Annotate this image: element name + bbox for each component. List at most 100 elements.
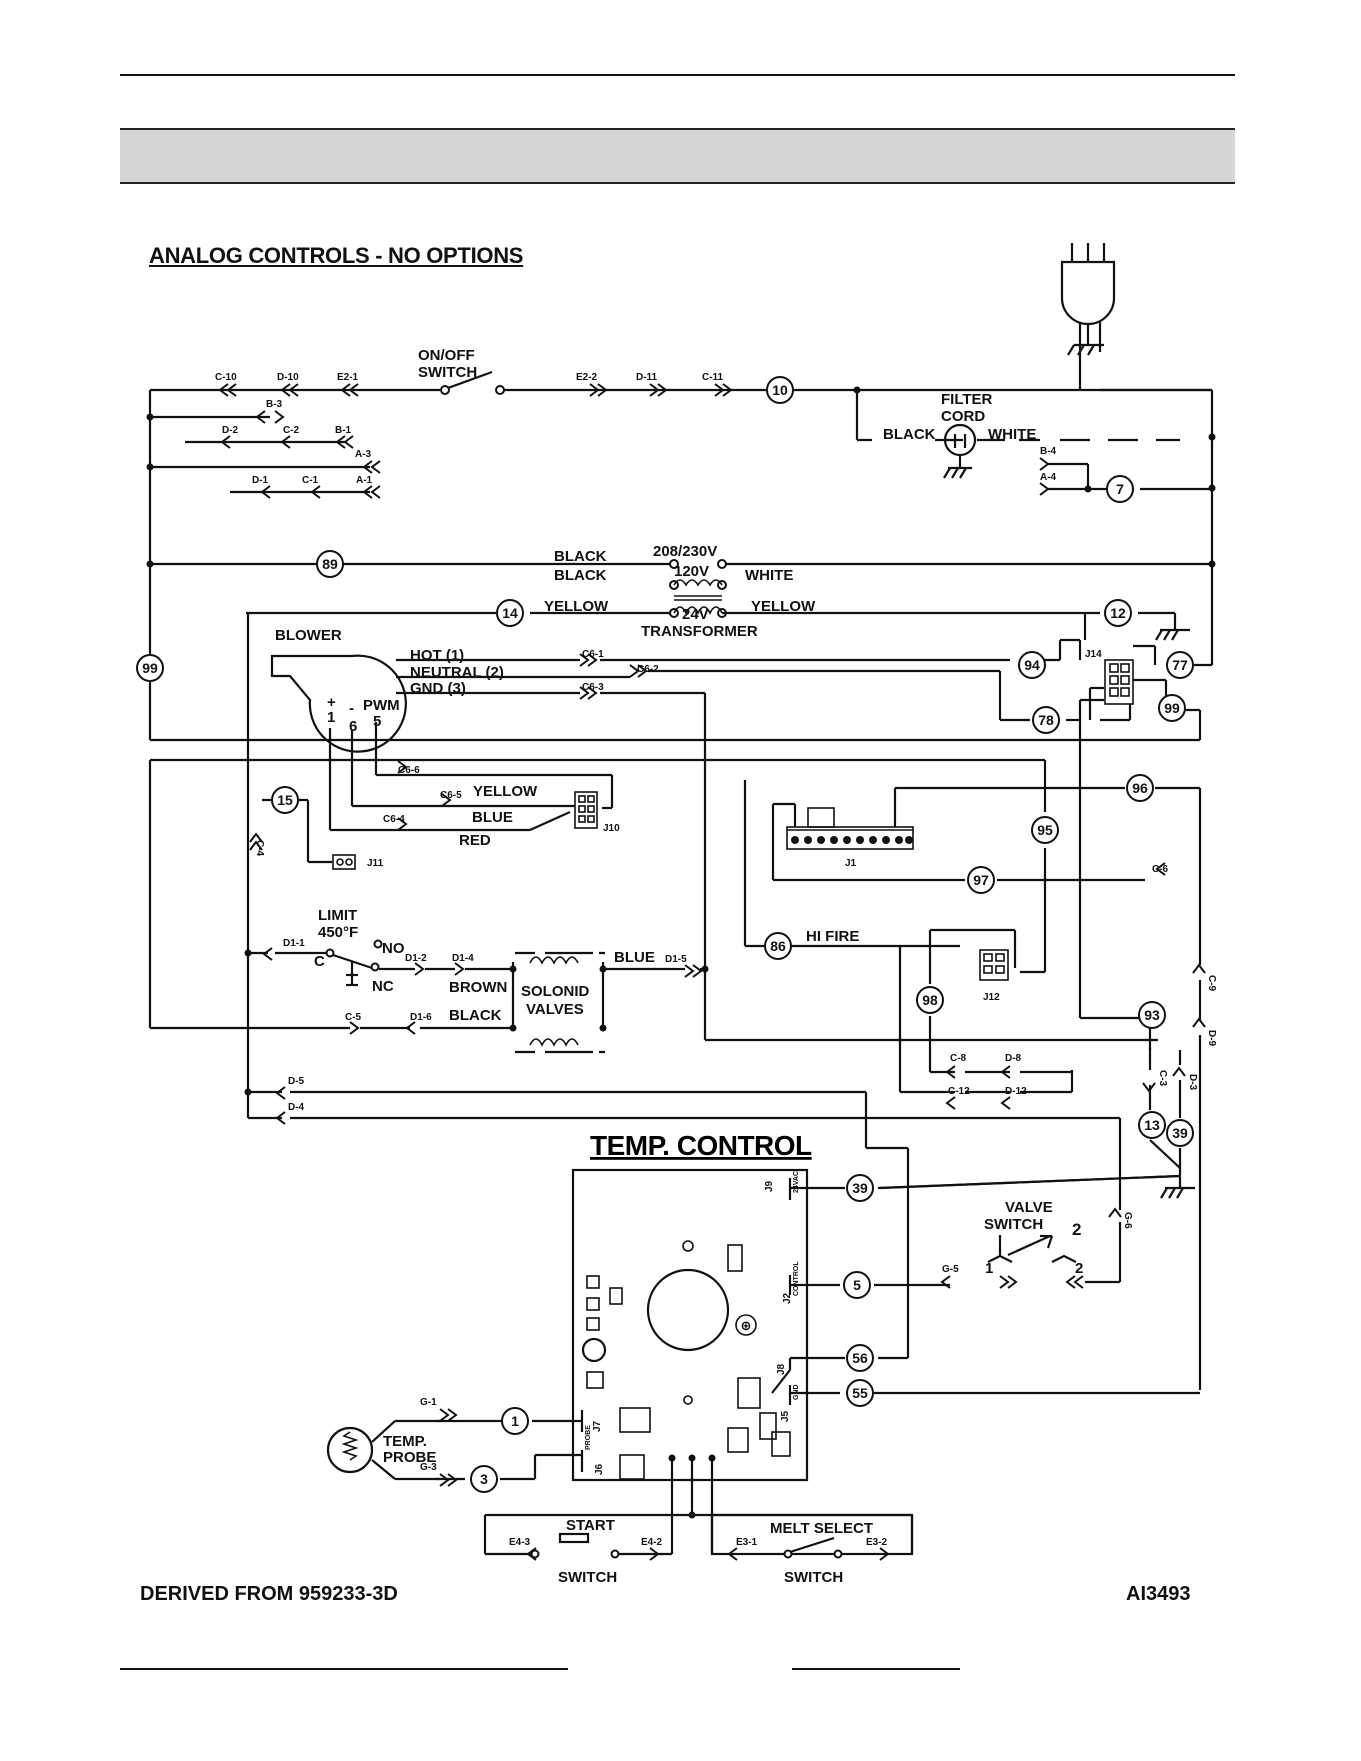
- conn-d12b: D-12: [1005, 1086, 1027, 1097]
- svg-text:3: 3: [480, 1471, 488, 1487]
- conn-c66: C6-6: [398, 765, 420, 776]
- board-24vac: 24VAC: [793, 1171, 800, 1193]
- bottom-rule-right: [792, 1668, 960, 1670]
- onoff-label-1: ON/OFF: [418, 347, 475, 364]
- conn-e21: E2-1: [337, 372, 359, 383]
- conn-c5: C-5: [345, 1012, 362, 1023]
- temp-control-title: TEMP. CONTROL: [590, 1130, 812, 1161]
- conn-d1: D-1: [252, 475, 269, 486]
- svg-text:55: 55: [852, 1385, 868, 1401]
- solenoid-label-2: VALVES: [526, 1001, 584, 1018]
- conn-d10: D-10: [277, 372, 299, 383]
- limit-switch: [275, 939, 515, 987]
- conn-d12: D1-2: [405, 953, 427, 964]
- wire-97: 97: [967, 866, 995, 894]
- svg-text:86: 86: [770, 938, 786, 954]
- top-rule: [120, 74, 1235, 76]
- wire-1: 1: [501, 1407, 529, 1435]
- pwm-red: RED: [459, 832, 491, 849]
- conn-j10: J10: [603, 823, 620, 834]
- valve-switch: [987, 1234, 1077, 1263]
- svg-text:78: 78: [1038, 712, 1054, 728]
- svg-text:39: 39: [852, 1180, 868, 1196]
- conn-c65: C6-5: [440, 790, 462, 801]
- blower-control-wires: [328, 722, 614, 832]
- wire-13: 13: [1138, 1111, 1166, 1139]
- solenoid-label-1: SOLONID: [521, 983, 590, 1000]
- svg-text:1: 1: [511, 1413, 519, 1429]
- blower-pin1: 1: [327, 709, 335, 726]
- filter-cord-label-2: CORD: [941, 408, 985, 425]
- wire-86: 86: [764, 932, 792, 960]
- svg-text:13: 13: [1144, 1117, 1160, 1133]
- conn-g1: G-1: [420, 1397, 437, 1408]
- transformer: [246, 559, 1190, 641]
- wire-99a: 99: [136, 654, 164, 682]
- svg-text:94: 94: [1024, 657, 1040, 673]
- conn-d11b: D1-1: [283, 938, 305, 949]
- svg-text:14: 14: [502, 605, 518, 621]
- start-label: START: [566, 1517, 615, 1534]
- conn-c9: C-9: [1206, 975, 1217, 992]
- svg-text:5: 5: [853, 1277, 861, 1293]
- board-j8: J8: [776, 1363, 787, 1375]
- conn-c10: C-10: [215, 372, 237, 383]
- svg-text:93: 93: [1144, 1007, 1160, 1023]
- wire-96: 96: [1126, 774, 1154, 802]
- svg-text:99: 99: [1164, 700, 1180, 716]
- transformer-black-2: BLACK: [554, 567, 607, 584]
- conn-d9: D-9: [1206, 1030, 1217, 1047]
- wire-93: 93: [1138, 1001, 1166, 1029]
- svg-text:99: 99: [142, 660, 158, 676]
- svg-text:89: 89: [322, 556, 338, 572]
- transformer-white: WHITE: [745, 567, 793, 584]
- valve-switch-label-2: SWITCH: [984, 1216, 1043, 1233]
- melt-select-switch: [710, 1513, 914, 1559]
- wire-98: 98: [916, 986, 944, 1014]
- valve-switch-pin1: 1: [985, 1260, 993, 1277]
- conn-e31: E3-1: [736, 1537, 758, 1548]
- wire-39b: 39: [846, 1174, 874, 1202]
- voltage-high: 208/230V: [653, 543, 717, 560]
- blower-pin6: 6: [349, 718, 357, 735]
- conn-e43: E4-3: [509, 1537, 531, 1548]
- conn-c4: C-4: [254, 840, 265, 857]
- blower-label: BLOWER: [275, 627, 342, 644]
- conn-d15: D1-5: [665, 954, 687, 965]
- conn-c1: C-1: [302, 475, 319, 486]
- wire-78: 78: [1032, 706, 1060, 734]
- onoff-switch: [440, 370, 505, 395]
- j14-connector: [1030, 613, 1212, 1050]
- start-switch: [485, 1532, 672, 1559]
- wire-77: 77: [1166, 651, 1194, 679]
- conn-c61: C6-1: [582, 649, 604, 660]
- wire-55: 55: [846, 1379, 874, 1407]
- d-lines: [290, 1090, 1122, 1360]
- limit-no: NO: [382, 940, 405, 957]
- svg-text:98: 98: [922, 992, 938, 1008]
- limit-label-1: LIMIT: [318, 907, 357, 924]
- temp-control-board: ⊕: [571, 1168, 809, 1482]
- conn-j1: J1: [845, 858, 857, 869]
- transformer-yellow-1: YELLOW: [544, 598, 609, 615]
- wire-12: 12: [1104, 599, 1132, 627]
- conn-g5: G-5: [942, 1264, 959, 1275]
- svg-text:96: 96: [1132, 780, 1148, 796]
- solenoid-valves: [509, 951, 709, 1054]
- wire-15: 15: [271, 786, 299, 814]
- blower-plus: +: [327, 694, 336, 711]
- conn-d5: D-5: [288, 1076, 305, 1087]
- limit-label-2: 450°F: [318, 924, 358, 941]
- conn-d8: D-8: [1005, 1053, 1022, 1064]
- wire-number-bubbles: 10 7 89 14 12 99 94 77 78 99 96 15 95 97…: [136, 376, 1194, 1493]
- filter-cord-label-1: FILTER: [941, 391, 993, 408]
- voltage-low: 24V: [682, 606, 709, 623]
- conn-c63: C6-3: [582, 682, 604, 693]
- conn-b4: B-4: [1040, 446, 1057, 457]
- conn-e22: E2-2: [576, 372, 598, 383]
- conn-g6: G-6: [1122, 1212, 1133, 1229]
- conn-d16: D1-6: [410, 1012, 432, 1023]
- svg-text:56: 56: [852, 1350, 868, 1366]
- board-j2: J2: [782, 1292, 793, 1304]
- svg-text:15: 15: [277, 792, 293, 808]
